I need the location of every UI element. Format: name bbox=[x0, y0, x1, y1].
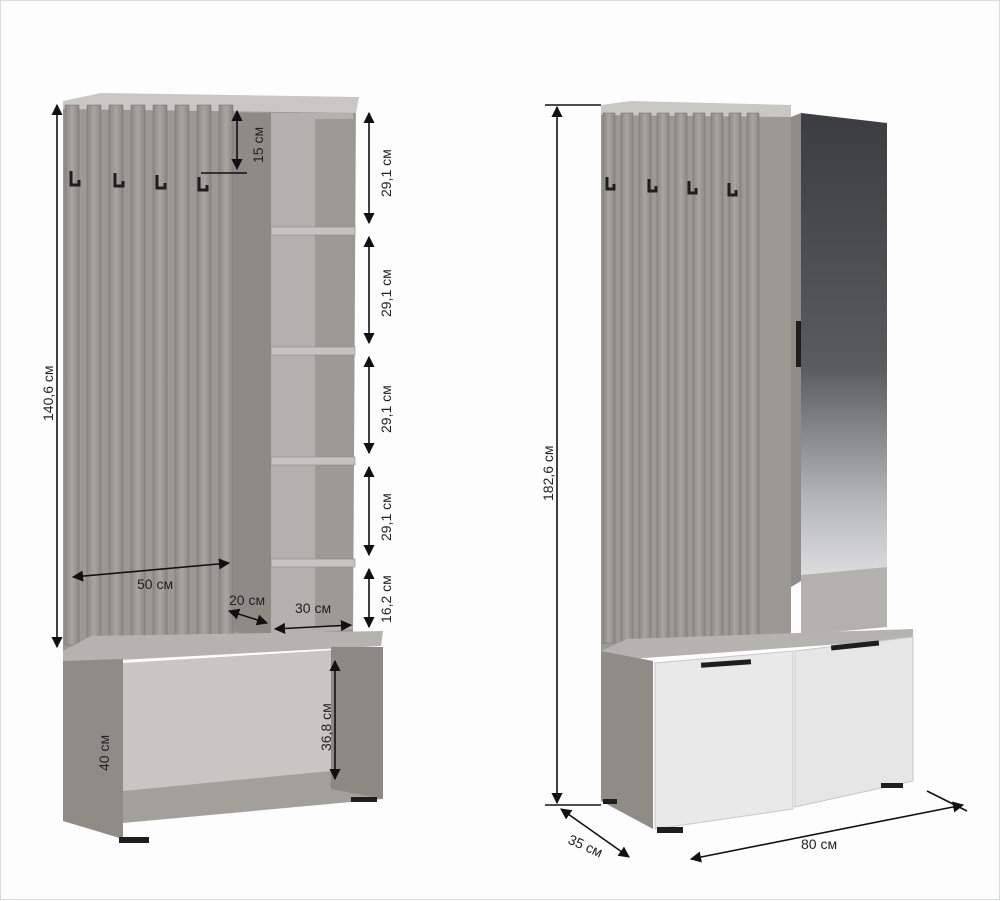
right-slats bbox=[602, 112, 760, 644]
mirror-open-niche bbox=[801, 567, 887, 635]
bench-front-left bbox=[63, 659, 123, 839]
left-dimensions: 140,6 см 15 см 29,1 см 29,1 см 29,1 см 2… bbox=[40, 103, 394, 781]
bench-right-side bbox=[331, 647, 383, 799]
bench-inner bbox=[123, 647, 383, 811]
hook-icon bbox=[605, 177, 616, 191]
right-hooks bbox=[605, 177, 738, 197]
mirror-door bbox=[801, 113, 887, 575]
shelf-1-label: 29,1 см bbox=[378, 149, 394, 197]
door-handle-right bbox=[830, 640, 880, 651]
hook-icon bbox=[155, 175, 167, 190]
cabinet-side bbox=[601, 651, 653, 829]
shelf-3-label: 29,1 см bbox=[378, 385, 394, 433]
bench-inner-height-label: 36,8 см bbox=[318, 703, 334, 751]
width-label: 80 см bbox=[801, 836, 837, 852]
hook-icon bbox=[197, 177, 209, 192]
cabinet-foot bbox=[603, 799, 617, 804]
shelf-column-back bbox=[315, 119, 353, 627]
door-handle-left bbox=[700, 659, 752, 668]
cabinet-door-right bbox=[794, 636, 914, 808]
cabinet-top bbox=[601, 629, 913, 661]
bench-foot bbox=[119, 837, 149, 843]
upper-height-label: 140,6 см bbox=[40, 365, 56, 421]
bench-top bbox=[63, 631, 383, 663]
cabinet-foot bbox=[657, 827, 683, 833]
right-unit bbox=[601, 101, 914, 833]
shelf-side-panel bbox=[233, 113, 271, 641]
total-height-label: 182,6 см bbox=[540, 445, 556, 501]
shelf-width-label: 30 см bbox=[295, 600, 331, 616]
shelf-4-label: 29,1 см bbox=[378, 493, 394, 541]
left-shelves bbox=[270, 226, 356, 568]
hook-height-label: 15 см bbox=[250, 127, 266, 163]
hook-icon bbox=[687, 181, 698, 195]
cabinet-door-left bbox=[654, 650, 794, 830]
shelf-bottom-label: 16,2 см bbox=[378, 575, 394, 623]
hook-icon bbox=[113, 173, 125, 188]
mirror-handle bbox=[796, 321, 801, 367]
bench-foot bbox=[351, 797, 377, 802]
left-slats bbox=[64, 104, 234, 646]
bench-height-label: 40 см bbox=[96, 735, 112, 771]
hook-icon bbox=[647, 179, 658, 193]
hook-icon bbox=[727, 183, 738, 197]
cabinet-foot bbox=[881, 783, 903, 788]
left-hooks bbox=[69, 171, 209, 192]
shelf-2-label: 29,1 см bbox=[378, 269, 394, 317]
hook-icon bbox=[69, 171, 81, 187]
side-depth-label: 20 см bbox=[229, 592, 265, 608]
left-unit bbox=[63, 93, 383, 843]
panel-width-label: 50 см bbox=[137, 576, 173, 592]
bench-bottom-shelf bbox=[123, 771, 383, 823]
